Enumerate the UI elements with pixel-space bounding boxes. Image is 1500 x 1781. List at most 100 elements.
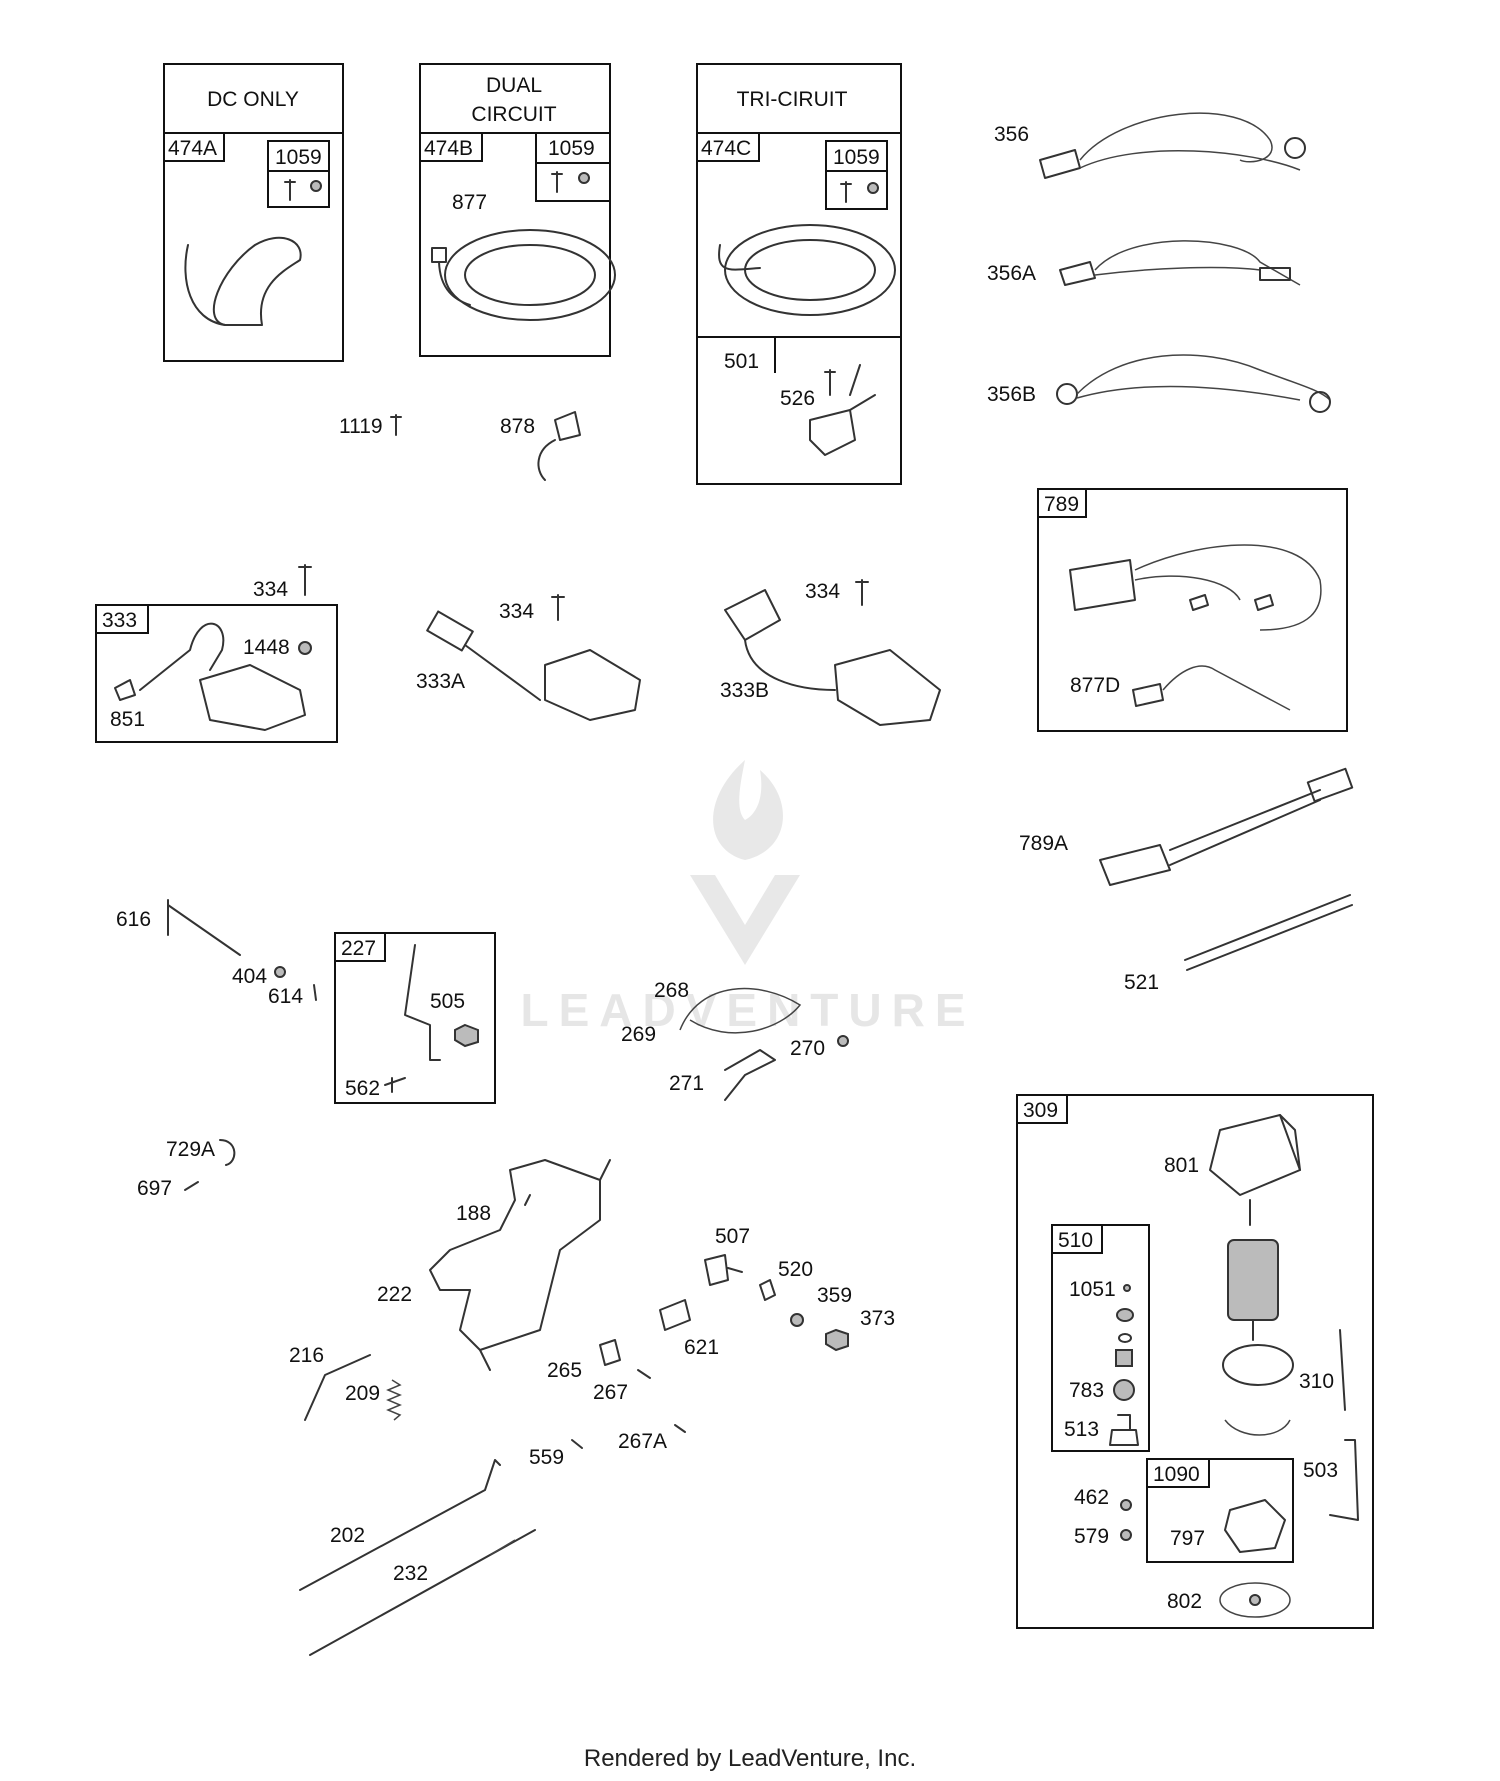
label-513: 513	[1064, 1418, 1099, 1441]
label-309: 309	[1023, 1099, 1058, 1122]
label-621: 621	[684, 1336, 719, 1359]
box-1090	[1146, 1458, 1294, 1563]
box-789	[1037, 488, 1348, 732]
box-309	[1016, 1094, 1374, 1629]
block-icon	[599, 1339, 621, 1366]
header-dc-only: DC ONLY	[207, 88, 299, 111]
washer-icon	[837, 1035, 849, 1047]
label-209: 209	[345, 1382, 380, 1405]
label-801: 801	[1164, 1154, 1199, 1177]
label-216: 216	[289, 1344, 324, 1367]
wire-icon	[537, 439, 556, 481]
wire-icon	[1162, 665, 1291, 711]
wire-icon	[849, 364, 861, 396]
label-359: 359	[817, 1284, 852, 1307]
solenoid-icon	[704, 1254, 743, 1286]
label-1119: 1119	[339, 415, 383, 438]
connector-icon	[431, 247, 447, 263]
clip-icon	[759, 1279, 776, 1301]
screw-icon	[840, 181, 852, 203]
label-202: 202	[330, 1524, 365, 1547]
chevron-logo-icon	[690, 875, 800, 965]
label-877d: 877D	[1070, 674, 1120, 697]
group-268: 268 269 270 271	[621, 979, 849, 1101]
ring-icon	[1222, 1344, 1294, 1386]
washer-icon	[310, 180, 322, 192]
screw-icon	[551, 171, 563, 193]
connector-icon	[1132, 683, 1164, 707]
coil-icon	[199, 664, 306, 731]
screw-icon	[674, 1424, 686, 1433]
footer-credit: Rendered by LeadVenture, Inc.	[584, 1745, 916, 1772]
label-1059-b: 1059	[548, 137, 595, 160]
label-526: 526	[780, 387, 815, 410]
lead-icon	[464, 644, 541, 701]
drive-icon	[1109, 1414, 1139, 1446]
label-1448: 1448	[243, 636, 290, 659]
label-356: 356	[994, 123, 1029, 146]
washer-icon	[578, 172, 590, 184]
label-356b: 356B	[987, 383, 1036, 406]
gear-icon	[1113, 1379, 1135, 1401]
link-icon	[304, 1354, 371, 1421]
plate-icon	[1219, 1582, 1291, 1618]
label-267: 267	[593, 1381, 628, 1404]
washer-icon	[790, 1313, 804, 1327]
label-697: 697	[137, 1177, 172, 1200]
flame-icon	[713, 760, 783, 860]
bolt-icon	[1339, 1329, 1346, 1411]
wire-icon	[438, 261, 471, 306]
boot-icon	[426, 610, 474, 652]
label-462: 462	[1074, 1486, 1109, 1509]
rod-icon	[299, 1459, 501, 1591]
screw-icon	[298, 564, 312, 596]
stator-ring-icon	[444, 229, 616, 321]
label-265: 265	[547, 1359, 582, 1382]
label-373: 373	[860, 1307, 895, 1330]
screw-icon	[184, 1181, 199, 1191]
label-510: 510	[1058, 1229, 1093, 1252]
label-1059-a: 1059	[275, 146, 322, 169]
washer-icon	[1116, 1308, 1134, 1322]
label-404: 404	[232, 965, 267, 988]
label-797: 797	[1170, 1527, 1205, 1550]
nut-icon	[454, 1023, 479, 1048]
group-333: 334 333 1448 851	[95, 564, 338, 743]
label-507: 507	[715, 1225, 750, 1248]
ring-terminal-icon	[1056, 383, 1078, 405]
ring-icon	[1123, 1284, 1131, 1292]
label-878: 878	[500, 415, 535, 438]
header-circuit: CIRCUIT	[471, 103, 556, 126]
label-1059-c: 1059	[833, 146, 880, 169]
washer-icon	[298, 641, 312, 655]
box-dc-only	[163, 63, 344, 362]
group-474a: DC ONLY 474A 1059	[163, 63, 344, 362]
label-521: 521	[1124, 971, 1159, 994]
box-dual-circuit	[419, 63, 611, 357]
connector-icon	[1099, 844, 1171, 886]
shaft-icon	[167, 899, 241, 956]
washer-icon	[867, 182, 879, 194]
label-474b: 474B	[424, 137, 473, 160]
group-474c: TRI-CIRUIT 474C 1059 501 526	[696, 63, 902, 485]
lever-icon	[404, 944, 441, 1061]
label-227: 227	[341, 937, 376, 960]
label-474a: 474A	[168, 137, 217, 160]
label-334-a: 334	[253, 578, 288, 601]
label-474c: 474C	[701, 137, 751, 160]
label-1051: 1051	[1069, 1278, 1116, 1301]
coil-icon	[834, 649, 941, 726]
label-333a: 333A	[416, 670, 465, 693]
housing-icon	[1224, 1419, 1291, 1436]
stator-ring-icon	[724, 224, 896, 316]
armature-icon	[1227, 1239, 1279, 1321]
label-503: 503	[1303, 1459, 1338, 1482]
label-614: 614	[268, 985, 303, 1008]
label-333b: 333B	[720, 679, 769, 702]
label-877: 877	[452, 191, 487, 214]
tube-icon	[1184, 894, 1351, 961]
terminal-icon	[1039, 149, 1081, 179]
label-356a: 356A	[987, 262, 1036, 285]
screw-icon	[571, 1439, 583, 1449]
